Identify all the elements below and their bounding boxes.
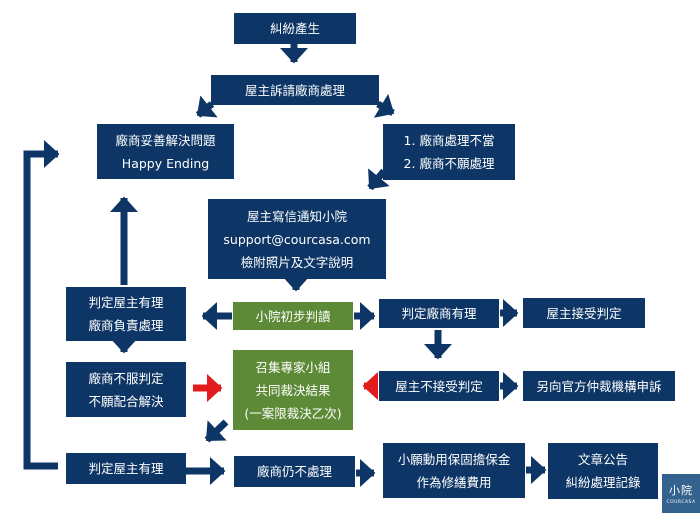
node-text: 不願配合解決: [88, 393, 164, 409]
watermark-title: 小院: [669, 484, 693, 497]
node-expert-panel: 召集專家小組 共同裁決結果 (一案限裁決乙次): [233, 350, 353, 430]
node-use-deposit: 小願動用保固擔保金 作為修繕費用: [383, 443, 525, 498]
node-text: 作為修繕費用: [416, 474, 492, 490]
node-text: 召集專家小組: [255, 359, 331, 375]
node-happy-ending: 廠商妥善解決問題 Happy Ending: [97, 124, 234, 179]
node-text: 屋主訴請廠商處理: [244, 82, 345, 98]
node-text: 屋主寫信通知小院: [246, 208, 347, 224]
node-text: 小願動用保固擔保金: [397, 451, 511, 467]
node-text: 小院初步判讀: [255, 308, 331, 324]
node-text: 2. 廠商不願處理: [403, 156, 495, 171]
arrow-request-to-happy: [195, 95, 218, 118]
node-text: 屋主接受判定: [546, 305, 622, 321]
node-text: 判定屋主有理: [88, 295, 164, 310]
node-text: 廠商負責處理: [88, 318, 164, 333]
node-notify: 屋主寫信通知小院 support@courcasa.com 檢附照片及文字說明: [208, 199, 386, 279]
arrow-loop-to-happy: [23, 140, 60, 470]
node-announce: 文章公告 糾紛處理記錄: [548, 443, 658, 499]
node-vendor-issue: 1. 廠商處理不當 2. 廠商不願處理: [383, 124, 515, 180]
node-owner-request: 屋主訴請廠商處理: [211, 75, 379, 105]
node-owner-not-accept: 屋主不接受判定: [379, 371, 499, 401]
node-vendor-still-refuse: 廠商仍不處理: [234, 456, 355, 487]
node-owner-right: 判定屋主有理: [66, 453, 186, 484]
node-text: 糾紛處理記錄: [565, 475, 641, 490]
node-owner-right-vendor-handle: 判定屋主有理 廠商負責處理: [66, 287, 186, 341]
node-text: 判定屋主有理: [88, 461, 164, 476]
node-text: 共同裁決結果: [255, 382, 331, 398]
arrow-panel-to-owner-right: [204, 419, 229, 443]
node-text: 文章公告: [577, 452, 628, 467]
node-text: 廠商妥善解決問題: [115, 132, 216, 148]
node-text: 廠商不服判定: [88, 370, 164, 386]
node-vendor-right: 判定廠商有理: [379, 299, 499, 328]
node-text: 廠商仍不處理: [256, 464, 332, 479]
node-text: 屋主不接受判定: [395, 378, 483, 394]
node-text: (一案限裁決乙次): [244, 405, 342, 421]
arrow-request-to-issue: [373, 93, 395, 118]
node-dispute: 糾紛產生: [234, 13, 356, 44]
email-text: support@courcasa.com: [223, 231, 371, 247]
node-text: 檢附照片及文字說明: [240, 254, 354, 270]
node-text: 糾紛產生: [269, 21, 320, 36]
node-owner-accept: 屋主接受判定: [523, 298, 645, 328]
node-text: 另向官方仲裁機構申訴: [536, 378, 662, 394]
node-official-appeal: 另向官方仲裁機構申訴: [523, 371, 675, 401]
watermark-subtitle: COURCASA: [666, 500, 696, 505]
node-preliminary: 小院初步判讀: [233, 302, 353, 330]
arrow-issue-to-notify: [367, 168, 390, 191]
node-text: Happy Ending: [121, 155, 210, 171]
node-vendor-refuse: 廠商不服判定 不願配合解決: [66, 362, 186, 417]
courcasa-watermark-logo: 小院 COURCASA: [662, 474, 700, 513]
node-text: 判定廠商有理: [401, 306, 477, 321]
node-text: 1. 廠商處理不當: [403, 133, 495, 148]
